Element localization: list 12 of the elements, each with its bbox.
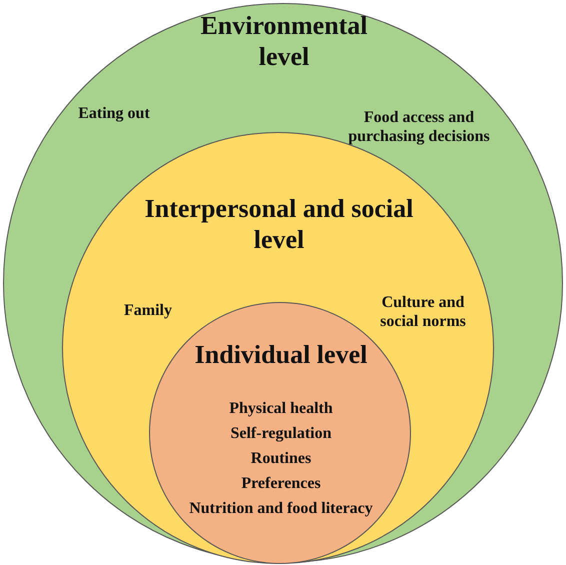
factor-label: Family	[123, 301, 173, 320]
factor-label: Routines	[250, 449, 312, 468]
factor-label: Preferences	[240, 474, 322, 494]
level-heading: Interpersonal and social level	[144, 193, 414, 256]
factor-label: Physical health	[228, 399, 334, 418]
factor-label: Culture and social norms	[379, 293, 467, 332]
level-heading: Environmental level	[199, 10, 369, 72]
factor-label: Nutrition and food literacy	[188, 499, 374, 518]
factor-label: Eating out	[77, 104, 151, 124]
factor-label: Food access and purchasing decisions	[347, 108, 491, 146]
level-heading: Individual level	[194, 339, 368, 370]
factor-label: Self-regulation	[229, 424, 333, 444]
